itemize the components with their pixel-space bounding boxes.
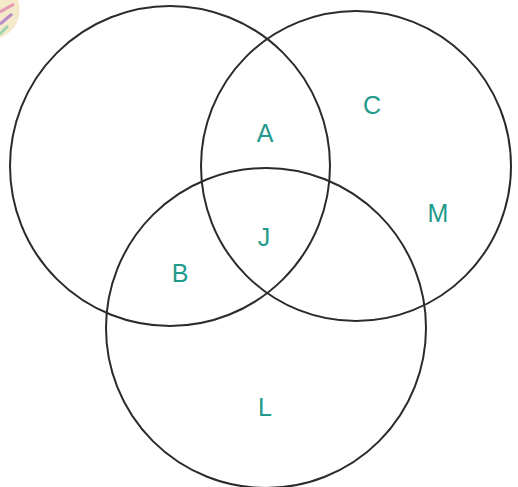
set-circle	[106, 168, 426, 487]
region-letter: M	[428, 201, 449, 226]
corner-decoration	[0, 0, 20, 38]
set-circle	[201, 11, 511, 321]
set-circle	[10, 6, 330, 326]
region-letter: J	[258, 225, 271, 250]
region-letter: A	[257, 121, 274, 146]
region-letter: L	[258, 395, 272, 420]
region-letter: B	[172, 261, 189, 286]
region-letter: C	[363, 93, 381, 118]
